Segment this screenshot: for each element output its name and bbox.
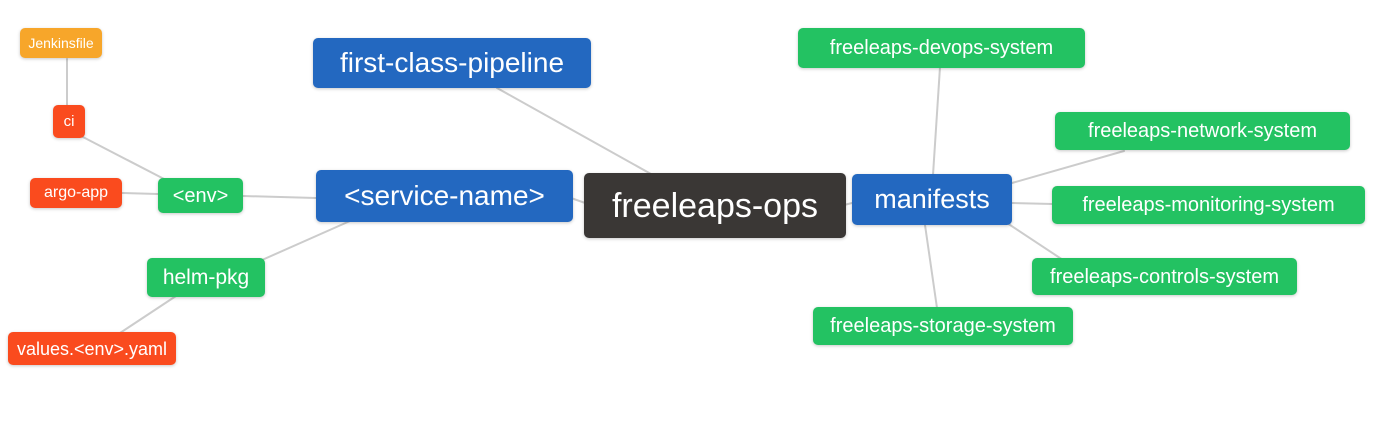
node-freeleaps-ops[interactable]: freeleaps-ops [584,173,846,238]
node-first-class-pipeline[interactable]: first-class-pipeline [313,38,591,88]
edge-manifests-to-devops-system [932,66,941,176]
node-ci[interactable]: ci [53,105,85,138]
node-storage-system[interactable]: freeleaps-storage-system [813,307,1073,345]
edge-manifests-to-monitoring-system [1011,202,1054,205]
node-controls-system[interactable]: freeleaps-controls-system [1032,258,1297,295]
edge-first-class-pipeline-to-freeleaps-ops [496,87,652,175]
node-helm-pkg[interactable]: helm-pkg [147,258,265,297]
edge-argo-app-to-env [121,192,159,195]
node-jenkinsfile[interactable]: Jenkinsfile [20,28,102,58]
edge-env-to-service-name [242,195,317,199]
edge-ci-to-env [80,135,167,181]
node-service-name[interactable]: <service-name> [316,170,573,222]
node-monitoring-system[interactable]: freeleaps-monitoring-system [1052,186,1365,224]
node-network-system[interactable]: freeleaps-network-system [1055,112,1350,150]
node-argo-app[interactable]: argo-app [30,178,122,208]
node-env[interactable]: <env> [158,178,243,213]
edge-manifests-to-network-system [1011,150,1125,184]
node-devops-system[interactable]: freeleaps-devops-system [798,28,1085,68]
node-values-env-yaml[interactable]: values.<env>.yaml [8,332,176,365]
edge-helm-pkg-to-service-name [261,220,351,261]
edge-manifests-to-controls-system [1006,222,1064,261]
edge-values-env-yaml-to-helm-pkg [119,295,177,334]
edge-manifests-to-storage-system [924,224,938,309]
node-manifests[interactable]: manifests [852,174,1012,225]
